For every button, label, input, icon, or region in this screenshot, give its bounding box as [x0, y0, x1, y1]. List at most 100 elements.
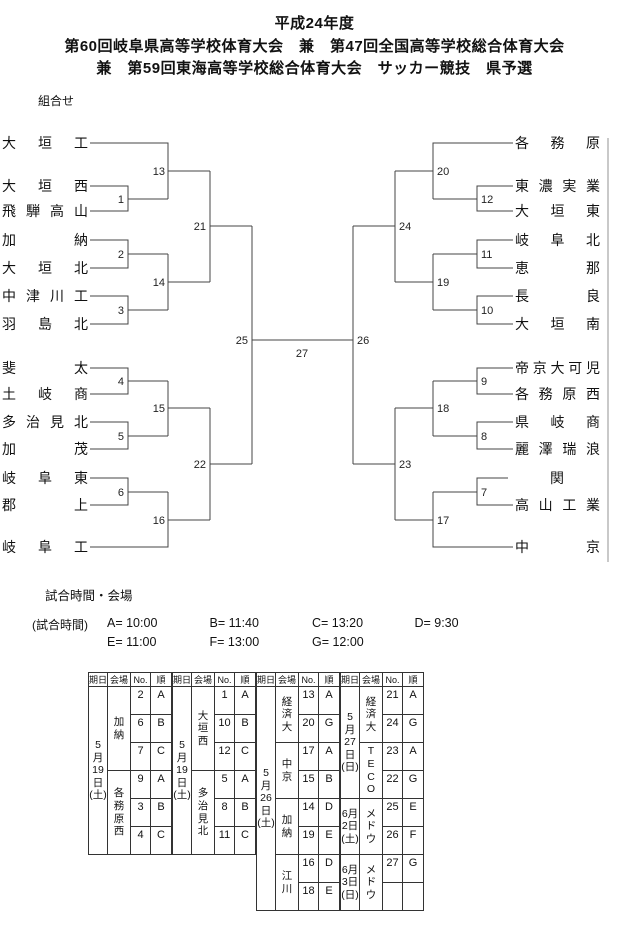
schedule-header: 会場 [359, 672, 383, 687]
schedule-match-no-cell: 13 [298, 686, 319, 715]
schedule-match-no-cell: 9 [130, 770, 151, 799]
scan-artifact-line [607, 138, 609, 562]
match-number: 4 [118, 376, 124, 388]
schedule-venue-cell: 多 治 見 北 [191, 770, 215, 855]
schedule-date-cell: 5 月 26 日 (土) [256, 686, 276, 911]
team-label: 岐阜東 [2, 470, 88, 486]
team-label: 岐阜北 [515, 232, 600, 248]
schedule-order-cell: D [318, 854, 340, 883]
schedule-order-cell: A [318, 686, 340, 715]
time-legend-item: D= 9:30 [414, 616, 459, 630]
schedule-header: 会場 [107, 672, 131, 687]
schedule-match-no-cell: 7 [130, 742, 151, 771]
schedule-order-cell: G [402, 854, 424, 883]
schedule-date-cell: 6月 3日 (日) [340, 854, 360, 911]
bracket-lines [90, 142, 513, 548]
schedule-match-no-cell: 4 [130, 826, 151, 855]
match-number: 25 [236, 335, 248, 347]
schedule-header: 期日 [340, 672, 360, 687]
match-number: 16 [153, 515, 165, 527]
schedule-match-no-cell: 1 [214, 686, 235, 715]
match-number: 3 [118, 305, 124, 317]
schedule-venue-cell: 加 納 [275, 798, 299, 855]
schedule-match-no-cell [382, 882, 403, 911]
schedule-venue-cell: 加 納 [107, 686, 131, 771]
team-label: 中津川工 [2, 288, 88, 304]
schedule-order-cell: B [318, 770, 340, 799]
schedule-order-cell: G [402, 714, 424, 743]
schedule-header: No. [130, 672, 151, 687]
schedule-header: 期日 [172, 672, 192, 687]
team-label: 各務原西 [515, 386, 600, 402]
schedule-header: No. [214, 672, 235, 687]
schedule-venue-cell: 中 京 [275, 742, 299, 799]
team-label: 大垣工 [2, 135, 88, 151]
time-legend-row1: A= 10:00 B= 11:40 C= 13:20 D= 9:30 [107, 616, 513, 630]
schedule-match-no-cell: 6 [130, 714, 151, 743]
schedule-match-no-cell: 12 [214, 742, 235, 771]
match-number: 2 [118, 249, 124, 261]
schedule-match-no-cell: 24 [382, 714, 403, 743]
bracket-lines-left [90, 142, 253, 548]
bracket-lines-right [352, 142, 513, 548]
team-label: 東濃実業 [515, 178, 600, 194]
schedule-order-cell: C [234, 826, 256, 855]
team-label: 岐阜工 [2, 539, 88, 555]
schedule-match-no-cell: 18 [298, 882, 319, 911]
match-number: 5 [118, 431, 124, 443]
schedule-order-cell: B [234, 798, 256, 827]
schedule-venue-cell: 江 川 [275, 854, 299, 911]
schedule-order-cell: F [402, 826, 424, 855]
team-label: 大垣南 [515, 316, 600, 332]
match-number: 26 [357, 335, 369, 347]
match-number: 9 [481, 376, 487, 388]
match-number: 22 [194, 459, 206, 471]
schedule-order-cell: E [318, 826, 340, 855]
match-number: 8 [481, 431, 487, 443]
team-label: 大垣西 [2, 178, 88, 194]
match-number: 11 [481, 249, 492, 261]
schedule-venue-cell: メ ド ウ [359, 798, 383, 855]
time-legend-item: F= 13:00 [209, 635, 260, 649]
page-title-main: 第60回岐阜県高等学校体育大会 兼 第47回全国高等学校総合体育大会 [64, 38, 565, 55]
match-number: 6 [118, 487, 124, 499]
schedule-order-cell: B [234, 714, 256, 743]
schedule-match-no-cell: 19 [298, 826, 319, 855]
right-team-labels: 各務原 東濃実業 大垣東 岐阜北 恵那 長良 大垣南 帝京大可児 各務原西 県岐… [515, 135, 600, 555]
schedule-order-cell: G [402, 770, 424, 799]
team-label: 飛騨高山 [2, 203, 88, 219]
schedule-header: No. [382, 672, 403, 687]
time-legend-row2: E= 11:00 F= 13:00 G= 12:00 [107, 635, 411, 649]
schedule-match-no-cell: 8 [214, 798, 235, 827]
schedule-header: 期日 [88, 672, 108, 687]
schedule-order-cell: C [234, 742, 256, 771]
schedule-match-no-cell: 15 [298, 770, 319, 799]
bracket-diagram: 大垣工 大垣西 飛騨高山 加納 大垣北 中津川工 羽島北 斐太 土岐商 多治見北… [2, 135, 600, 555]
schedule-section-label: 試合時間・会場 [45, 589, 133, 603]
schedule-match-no-cell: 25 [382, 798, 403, 827]
schedule-match-no-cell: 26 [382, 826, 403, 855]
match-number: 13 [153, 166, 165, 178]
team-label: 土岐商 [2, 386, 88, 402]
schedule-venue-cell: 経 済 大 [359, 686, 383, 743]
schedule-order-cell: C [150, 826, 172, 855]
bracket-section-label: 組合せ [38, 94, 75, 108]
time-legend-item: G= 12:00 [311, 635, 364, 649]
schedule-order-cell: A [234, 770, 256, 799]
schedule-header: 会場 [275, 672, 299, 687]
team-label: 関 [550, 470, 564, 486]
schedule-date-cell: 5 月 27 日 (日) [340, 686, 360, 799]
schedule-match-no-cell: 14 [298, 798, 319, 827]
match-number: 21 [194, 221, 206, 233]
match-number: 12 [481, 194, 493, 206]
match-number: 10 [481, 305, 493, 317]
schedule-order-cell: A [402, 742, 424, 771]
match-number: 20 [437, 166, 449, 178]
page-title-sub: 兼 第59回東海高等学校総合体育大会 サッカー競技 県予選 [96, 60, 533, 77]
schedule-match-no-cell: 21 [382, 686, 403, 715]
schedule-order-cell: B [150, 798, 172, 827]
